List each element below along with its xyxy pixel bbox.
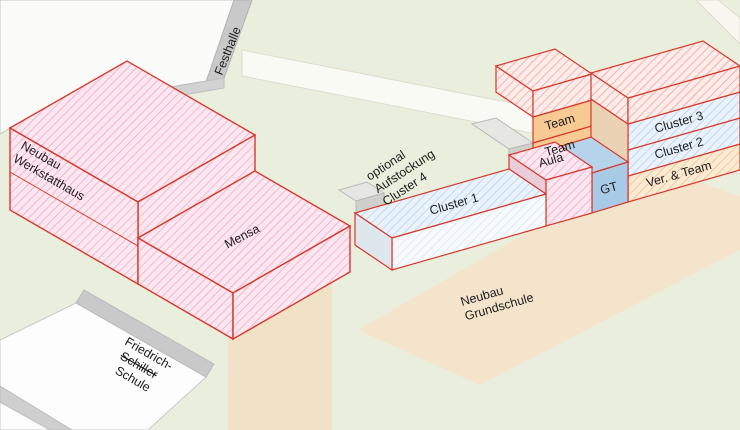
gt-label: GT (599, 179, 620, 197)
schiller-schule-edge (0, 385, 73, 430)
path-top-right (695, 0, 740, 45)
aula-label-text: Aula (537, 150, 565, 170)
aula-label: Aula (537, 150, 565, 170)
cluster4-right-roof (589, 40, 740, 99)
schoolyard-ground (358, 164, 740, 385)
schiller-schule-wall (75, 289, 215, 378)
mensa-wall-end (232, 224, 351, 341)
gt-label-text: GT (599, 179, 620, 197)
cluster1-end-wall (354, 211, 393, 272)
werkstatthaus-floor-line (9, 171, 139, 247)
